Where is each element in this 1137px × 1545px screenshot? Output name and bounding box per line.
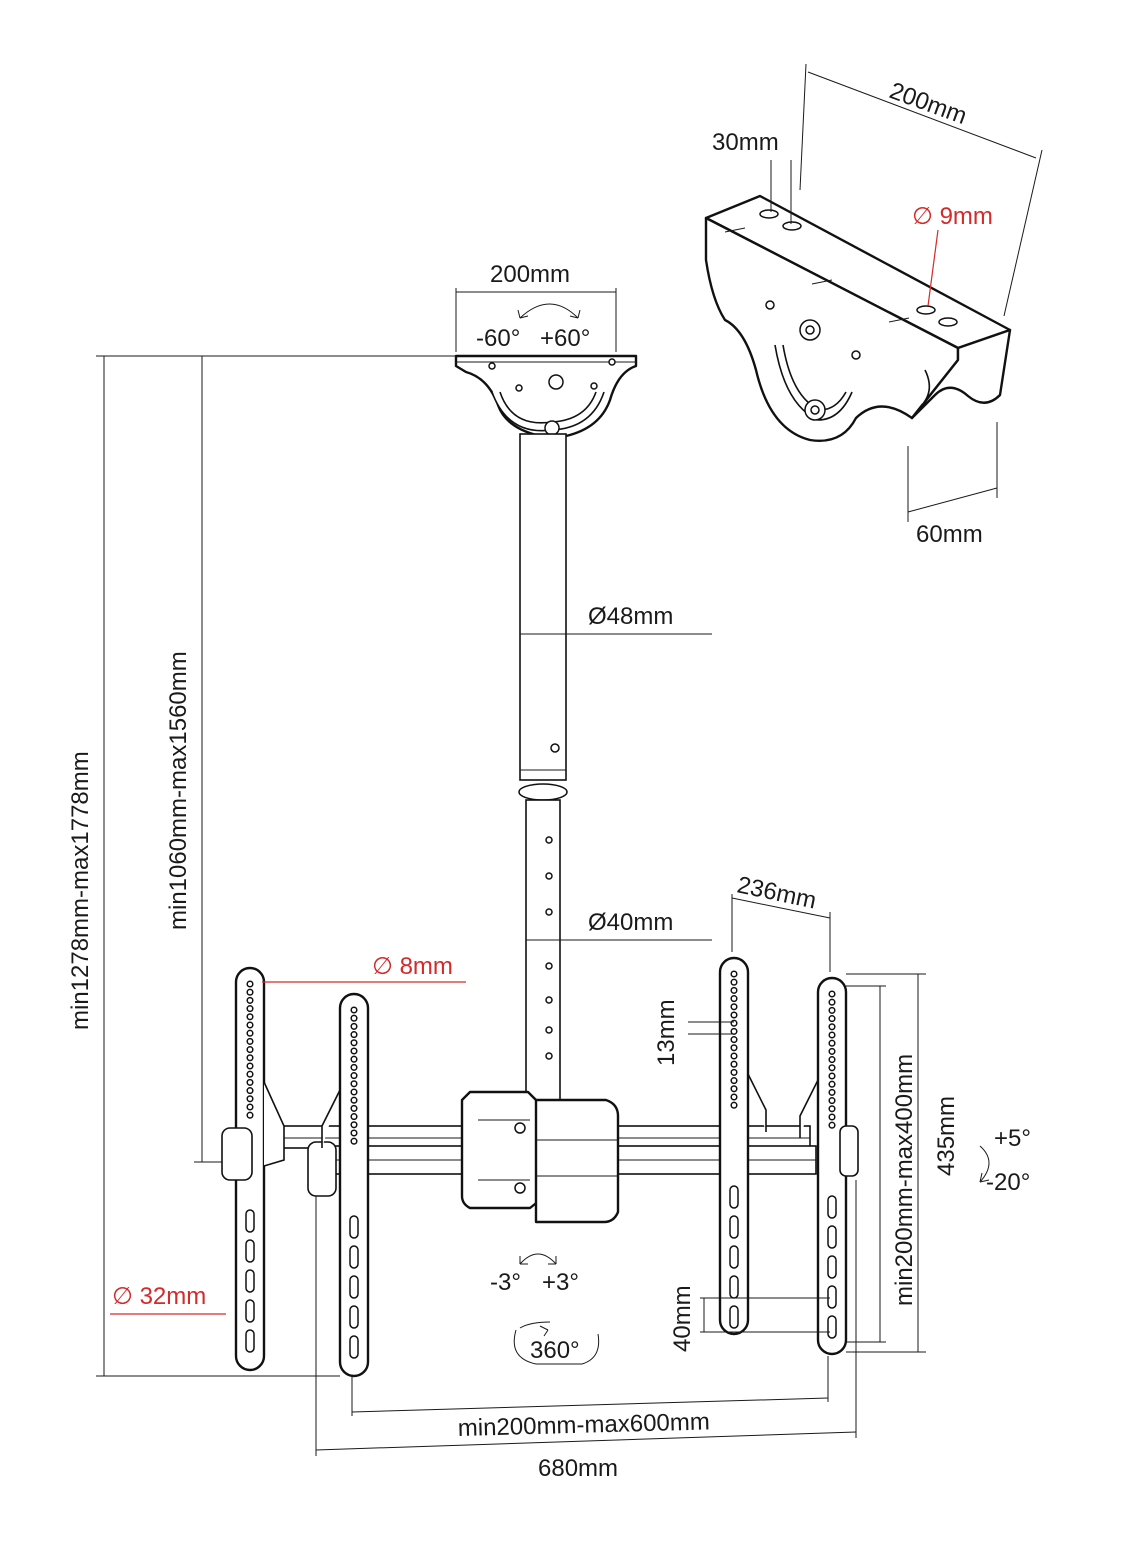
pole-upper-diameter-label: Ø48mm [588, 603, 673, 630]
right-inner-arm [718, 956, 767, 1336]
left-inner-arm [307, 992, 370, 1378]
arm-slot-columns [245, 1185, 837, 1359]
arm-spacing-label: 236mm [735, 871, 819, 914]
level-right-label: +3° [542, 1269, 579, 1296]
detail-hole-label: ∅ 9mm [912, 203, 993, 230]
swivel-right-label: +60° [540, 325, 590, 352]
swivel-left-label: -60° [476, 325, 520, 352]
hole-pitch-label: 13mm [653, 999, 680, 1066]
pole-height-label: min1060mm-max1560mm [165, 651, 192, 930]
center-clamp [460, 1090, 620, 1224]
bracket-width-label: 200mm [490, 261, 570, 288]
crossbar-diameter-label: ∅ 32mm [112, 1283, 206, 1310]
total-height-label: min1278mm-max1778mm [67, 751, 94, 1030]
slot-pitch-label: 40mm [669, 1285, 696, 1352]
arm-hole-label: ∅ 8mm [372, 953, 453, 980]
pole-lower [525, 799, 561, 1101]
arm-length-label: 435mm [933, 1096, 960, 1176]
vesa-width-label: min200mm-max600mm [457, 1408, 710, 1442]
total-width-label: 680mm [538, 1455, 618, 1482]
tilt-up-label: +5° [994, 1125, 1031, 1152]
level-left-label: -3° [490, 1269, 521, 1296]
left-outer-arm [221, 966, 285, 1372]
detail-depth-label: 60mm [916, 521, 983, 548]
vesa-height-label: min200mm-max400mm [891, 1054, 918, 1306]
pole-lower-diameter-label: Ø40mm [588, 909, 673, 936]
pole-upper [518, 433, 568, 801]
rotation-label: 360° [530, 1337, 580, 1364]
tilt-down-label: -20° [986, 1169, 1030, 1196]
detail-width-label: 200mm [886, 77, 970, 130]
bracket-detail-view: 200mm 30mm ∅ 9mm 60mm [704, 63, 1043, 548]
right-outer-arm [799, 976, 859, 1356]
detail-slot-label: 30mm [712, 129, 779, 156]
arm-hole-columns [246, 970, 836, 1145]
